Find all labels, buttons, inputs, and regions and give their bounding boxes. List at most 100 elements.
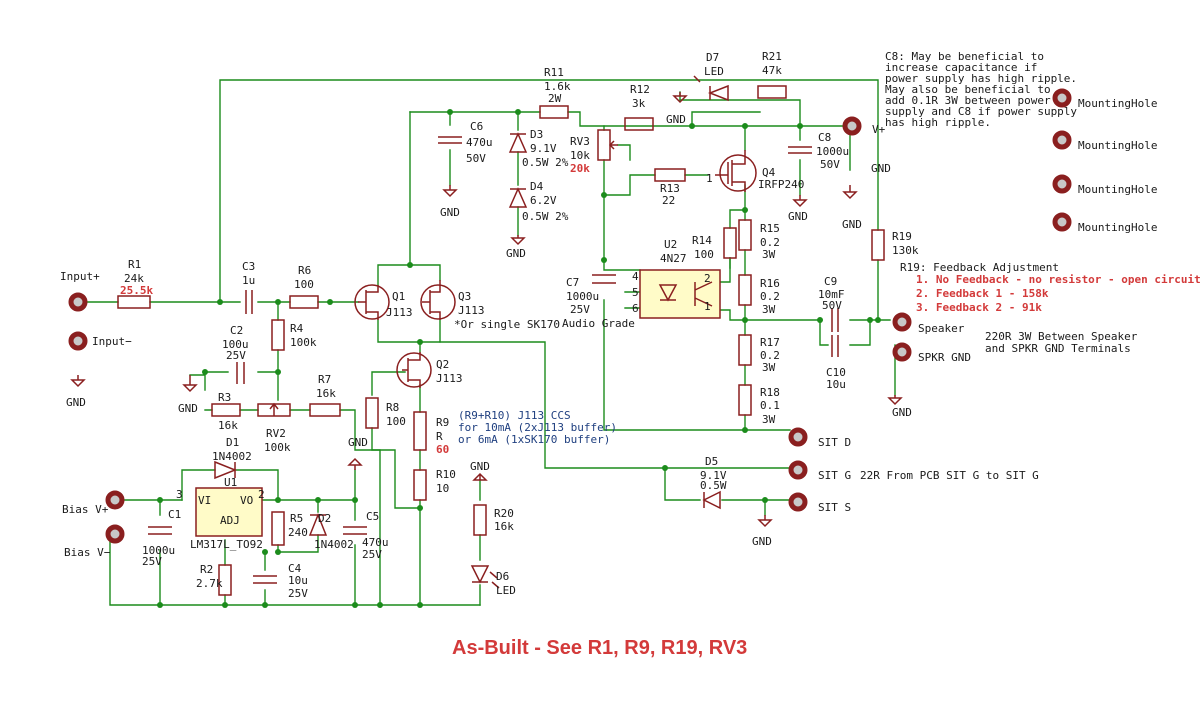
sit-d-connector	[788, 427, 808, 447]
u1-ref: U1	[224, 476, 237, 489]
bias-minus-label: Bias V−	[64, 546, 111, 559]
r13-value: 22	[662, 194, 675, 207]
gnd-symbol	[70, 375, 86, 388]
c2-ref: C2	[230, 324, 243, 337]
c10-symbol	[831, 335, 839, 357]
spk-note-2: and SPKR GND Terminals	[985, 342, 1131, 355]
input-plus-connector	[68, 292, 88, 312]
d4-ref: D4	[530, 180, 544, 193]
gnd-symbol	[442, 185, 458, 198]
c5-voltage: 25V	[362, 548, 382, 561]
q4-ref: Q4	[762, 166, 776, 179]
c8-note-5: add 0.1R 3W between power	[885, 94, 1051, 107]
input-plus-label: Input+	[60, 270, 100, 283]
r21-value: 47k	[762, 64, 782, 77]
c6-value: 470u	[466, 136, 493, 149]
c7-value: 1000u	[566, 290, 599, 303]
r8-symbol	[365, 397, 379, 429]
r16-symbol	[738, 274, 752, 306]
c3-symbol	[245, 290, 253, 314]
wires	[79, 79, 896, 606]
r17-power: 3W	[762, 361, 776, 374]
gnd-label: GND	[788, 210, 808, 223]
gnd-symbol	[510, 235, 526, 246]
r11-ref: R11	[544, 66, 564, 79]
r1-symbol	[117, 295, 151, 309]
c5-ref: C5	[366, 510, 379, 523]
d5-symbol	[702, 490, 721, 510]
c1-voltage: 25V	[142, 555, 162, 568]
bias-plus-label: Bias V+	[62, 503, 109, 516]
r17-symbol	[738, 334, 752, 366]
u1-adj: ADJ	[220, 514, 240, 527]
mounting-hole-label: MountingHole	[1078, 221, 1157, 234]
rv2-value: 100k	[264, 441, 291, 454]
r1-value: 24k	[124, 272, 144, 285]
u2-pin-2: 2	[704, 272, 711, 285]
r10-ref: R10	[436, 468, 456, 481]
c1-value: 1000u	[142, 544, 175, 557]
sit-s-label: SIT S	[818, 501, 851, 514]
q4-value: IRFP240	[758, 178, 804, 191]
r4-symbol	[271, 319, 285, 351]
gnd-symbol	[792, 195, 808, 208]
r15-value: 0.2	[760, 236, 780, 249]
r9-value: R	[436, 430, 443, 443]
d2-ref: D2	[318, 512, 331, 525]
gnd-label: GND	[178, 402, 198, 415]
u2-pin-6: 6	[632, 302, 639, 315]
q3-ref: Q3	[458, 290, 471, 303]
r3-value: 16k	[218, 419, 238, 432]
mounting-hole-3	[1052, 174, 1072, 194]
d7-value: LED	[704, 65, 724, 78]
c9-ref: C9	[824, 275, 837, 288]
c8-note-7: has high ripple.	[885, 116, 991, 129]
q4-symbol	[719, 154, 757, 192]
d2-symbol	[308, 512, 328, 536]
c3-value: 1u	[242, 274, 255, 287]
gnd-label: GND	[842, 218, 862, 231]
c9-voltage: 50V	[822, 299, 842, 312]
c8-voltage: 50V	[820, 158, 840, 171]
r2-symbol	[218, 564, 232, 596]
r18-ref: R18	[760, 386, 780, 399]
gnd-label: GND	[752, 535, 772, 548]
u1-symbol	[195, 487, 263, 537]
spk-note-1: 220R 3W Between Speaker	[985, 330, 1138, 343]
r4-ref: R4	[290, 322, 304, 335]
r17-ref: R17	[760, 336, 780, 349]
r19-symbol	[871, 229, 885, 261]
r19-note-item-1: 1. No Feedback - no resistor - open circ…	[916, 273, 1201, 286]
sit-s-connector	[788, 492, 808, 512]
ccs-note-2: for 10mA (2xJ113 buffer)	[458, 421, 617, 434]
u1-pin-2: 2	[258, 488, 265, 501]
r18-symbol	[738, 384, 752, 416]
r12-value: 3k	[632, 97, 646, 110]
c7-voltage: 25V	[570, 303, 590, 316]
c4-value: 10u	[288, 574, 308, 587]
gnd-label: GND	[871, 162, 891, 175]
gnd-label: GND	[892, 406, 912, 419]
gnd-symbol	[672, 92, 688, 104]
r21-ref: R21	[762, 50, 782, 63]
d6-ref: D6	[496, 570, 509, 583]
sit-d-label: SIT D	[818, 436, 851, 449]
rv3-mod: 20k	[570, 162, 590, 175]
r16-ref: R16	[760, 277, 780, 290]
gnd-symbol	[887, 395, 903, 406]
u2-pin-4: 4	[632, 270, 639, 283]
r6-symbol	[289, 295, 319, 309]
gnd-label: GND	[440, 206, 460, 219]
r19-note-title: R19: Feedback Adjustment	[900, 261, 1059, 274]
u1-value: LM317L_TO92	[190, 538, 263, 551]
r18-power: 3W	[762, 413, 776, 426]
u2-ref: U2	[664, 238, 677, 251]
c2-value: 100u	[222, 338, 249, 351]
gnd-label: GND	[666, 113, 686, 126]
mounting-hole-label: MountingHole	[1078, 97, 1157, 110]
ccs-note-3: or 6mA (1xSK170 buffer)	[458, 433, 610, 446]
c6-ref: C6	[470, 120, 483, 133]
input-minus-connector	[68, 331, 88, 351]
d5-ref: D5	[705, 455, 718, 468]
c4-ref: C4	[288, 562, 302, 575]
